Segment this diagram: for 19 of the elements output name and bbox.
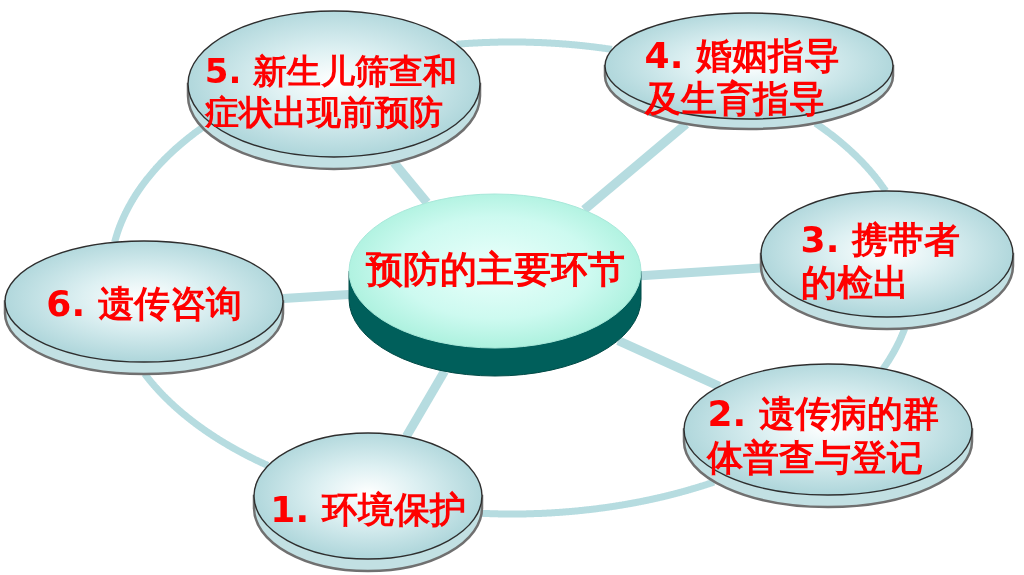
step-disc [760, 190, 1014, 330]
step-label: 2. 遗传病的群体普查与登记 [707, 392, 940, 479]
spoke-line [402, 369, 449, 439]
spoke-line [640, 263, 761, 281]
step-disc [4, 240, 284, 375]
spoke-line [282, 289, 350, 304]
step-disc [253, 432, 483, 572]
step-disc [604, 12, 894, 130]
step-label: 3. 携带者的检出 [800, 217, 961, 305]
spoke-line [616, 336, 722, 391]
step-label: 4. 婚姻指导及生育指导 [644, 33, 841, 121]
central-disc [348, 193, 642, 377]
step-disc [187, 10, 481, 170]
topic-label: 预防的主要环节 [365, 247, 625, 293]
step-label: 5. 新生儿筛查和症状出现前预防 [204, 51, 459, 133]
ring-arc [453, 38, 615, 53]
step-label: 6. 遗传咨询 [46, 281, 242, 326]
step-label: 1. 环境保护 [270, 488, 466, 532]
step-disc [683, 363, 973, 508]
